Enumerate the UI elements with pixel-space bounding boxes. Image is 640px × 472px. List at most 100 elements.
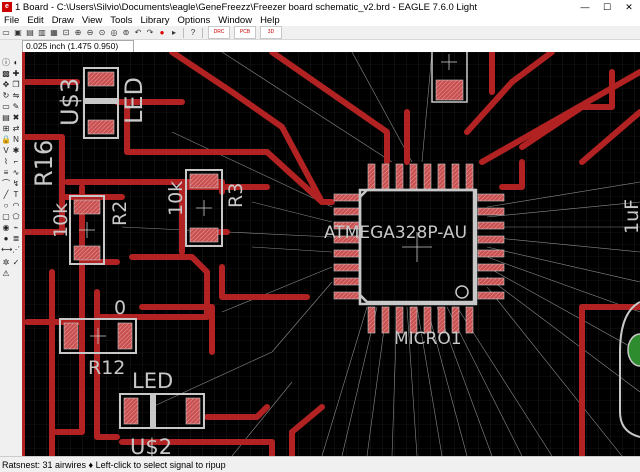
crystal-top[interactable] — [431, 52, 468, 103]
title-bar: e 1 Board - C:\Users\Silvio\Documents\ea… — [0, 0, 640, 14]
delete-icon[interactable]: ✖ — [12, 113, 20, 122]
status-bar: Ratsnest: 31 airwires ♦ Left-click to se… — [0, 456, 640, 472]
part-right-edge[interactable]: 1uF — [619, 199, 640, 438]
rotate-icon[interactable]: ↻ — [2, 91, 10, 100]
group-icon[interactable]: ▭ — [2, 102, 10, 111]
cam-icon[interactable]: ▥ — [38, 27, 46, 37]
schematic-icon[interactable]: ▦ — [50, 27, 58, 37]
show-icon[interactable]: ◐ — [13, 58, 19, 67]
us3-label: U$3 — [56, 78, 84, 126]
drc-check-icon[interactable]: ✓ — [12, 258, 20, 267]
help-icon[interactable]: ? — [190, 27, 196, 37]
board-canvas[interactable]: ATMEGA328P-AU MICRO1 U$3 LED R16 — [22, 52, 640, 456]
hole-icon[interactable]: ● — [3, 234, 9, 243]
chip-body — [358, 188, 478, 306]
maximize-button[interactable]: ☐ — [602, 1, 612, 12]
save-icon[interactable]: ▣ — [14, 27, 22, 37]
pcb-service-icon[interactable]: PCB — [234, 26, 256, 39]
part-us2-led[interactable]: LED U$2 — [119, 369, 205, 456]
redraw-icon[interactable]: ⊚ — [122, 27, 130, 37]
display-icon[interactable]: ▩ — [2, 69, 10, 78]
grid — [22, 52, 640, 456]
redo-icon[interactable]: ↷ — [146, 27, 154, 37]
r12-name-label: R12 — [88, 357, 125, 379]
change-icon[interactable]: ✎ — [12, 102, 20, 111]
attribute-icon[interactable]: ≣ — [12, 234, 20, 243]
meander-icon[interactable]: ∿ — [12, 168, 20, 177]
r16-label: R16 — [30, 140, 58, 187]
menu-help[interactable]: Help — [260, 14, 280, 26]
wire-icon[interactable]: ╱ — [3, 190, 9, 199]
menu-options[interactable]: Options — [177, 14, 211, 26]
via-icon[interactable]: ◉ — [2, 223, 10, 232]
zoom-area-icon[interactable]: ◎ — [110, 27, 118, 37]
open-icon[interactable]: ▭ — [2, 27, 10, 37]
menu-draw[interactable]: Draw — [51, 14, 74, 26]
mirror-icon[interactable]: ⇋ — [12, 91, 20, 100]
move-icon[interactable]: ✥ — [2, 80, 10, 89]
drc-icon[interactable]: DRC — [208, 26, 230, 39]
zoom-in-icon[interactable]: ⊕ — [74, 27, 82, 37]
polygon-icon[interactable]: ⬠ — [12, 212, 20, 221]
close-button[interactable]: ✕ — [625, 1, 633, 12]
optimize-icon[interactable]: ≡ — [3, 168, 9, 177]
lock-icon[interactable]: 🔒 — [1, 135, 11, 144]
board-drawing[interactable]: ATMEGA328P-AU MICRO1 U$3 LED R16 — [22, 52, 640, 456]
add-icon[interactable]: ⊞ — [2, 124, 10, 133]
menu-window[interactable]: Window — [218, 14, 253, 26]
rect-icon[interactable]: ▢ — [2, 212, 10, 221]
led-bottom-label: LED — [132, 369, 173, 393]
part-r12[interactable]: 0 R12 — [59, 297, 137, 379]
minimize-button[interactable]: — — [580, 1, 590, 12]
smash-icon[interactable]: ✱ — [12, 146, 20, 155]
mark-icon[interactable]: ✚ — [12, 69, 20, 78]
chip-bottom-pads — [367, 306, 474, 334]
signal-icon[interactable]: ⌁ — [13, 223, 19, 232]
route-icon[interactable]: ⌒ — [2, 179, 10, 188]
part-r3[interactable]: 10k R3 — [165, 169, 247, 247]
errors-icon[interactable]: ⚠ — [2, 269, 10, 278]
menu-library[interactable]: Library — [140, 14, 170, 26]
window-title: 1 Board - C:\Users\Silvio\Documents\eagl… — [15, 1, 478, 13]
copy-icon[interactable]: ❐ — [12, 80, 20, 89]
part-us3-led[interactable]: U$3 LED — [56, 67, 148, 139]
r2-value-label: 10k — [50, 203, 72, 238]
chip-name-label: ATMEGA328P-AU — [324, 223, 467, 243]
chip-atmega328p[interactable]: ATMEGA328P-AU MICRO1 — [324, 163, 505, 349]
go-icon[interactable]: ▸ — [171, 27, 176, 37]
dimension-icon[interactable]: ⟷ — [1, 245, 13, 254]
info-icon[interactable]: ⓘ — [2, 58, 10, 67]
circle-icon[interactable]: ○ — [3, 201, 9, 210]
ratsnest-icon[interactable]: ⋰ — [12, 245, 20, 254]
text-icon[interactable]: T — [13, 190, 19, 199]
menu-edit[interactable]: Edit — [27, 14, 44, 26]
arc-icon[interactable]: ◠ — [12, 201, 20, 210]
r2-name-label: R2 — [109, 201, 131, 226]
print-icon[interactable]: ▤ — [26, 27, 34, 37]
menu-file[interactable]: File — [4, 14, 20, 26]
pinswap-icon[interactable]: ⇄ — [12, 124, 20, 133]
zoom-select-icon[interactable]: ⊙ — [98, 27, 106, 37]
autorouter-icon[interactable]: ✲ — [2, 258, 10, 267]
coordinate-readout: 0.025 inch (1.475 0.950) — [26, 41, 119, 51]
split-icon[interactable]: ⌇ — [4, 157, 8, 166]
us2-label: U$2 — [130, 435, 172, 456]
r3-value-label: 10k — [165, 181, 187, 216]
chip-top-pads — [367, 163, 474, 191]
ripup-icon[interactable]: ↯ — [12, 179, 20, 188]
3d-service-icon[interactable]: 3D — [260, 26, 282, 39]
menu-tools[interactable]: Tools — [110, 14, 133, 26]
zoom-fit-icon[interactable]: ⊡ — [62, 27, 70, 37]
zoom-out-icon[interactable]: ⊖ — [86, 27, 94, 37]
chip-left-pads — [333, 193, 361, 300]
undo-icon[interactable]: ↶ — [134, 27, 142, 37]
stop-icon[interactable]: ● — [159, 27, 165, 37]
r3-name-label: R3 — [225, 183, 247, 208]
paste-icon[interactable]: ▤ — [2, 113, 10, 122]
part-r2[interactable]: 10k R2 — [50, 195, 131, 265]
name-icon[interactable]: N — [13, 135, 19, 144]
eagle-app-icon: e — [2, 2, 12, 12]
miter-icon[interactable]: ⌐ — [13, 157, 19, 166]
value-icon[interactable]: V — [3, 146, 9, 155]
menu-view[interactable]: View — [81, 14, 103, 26]
